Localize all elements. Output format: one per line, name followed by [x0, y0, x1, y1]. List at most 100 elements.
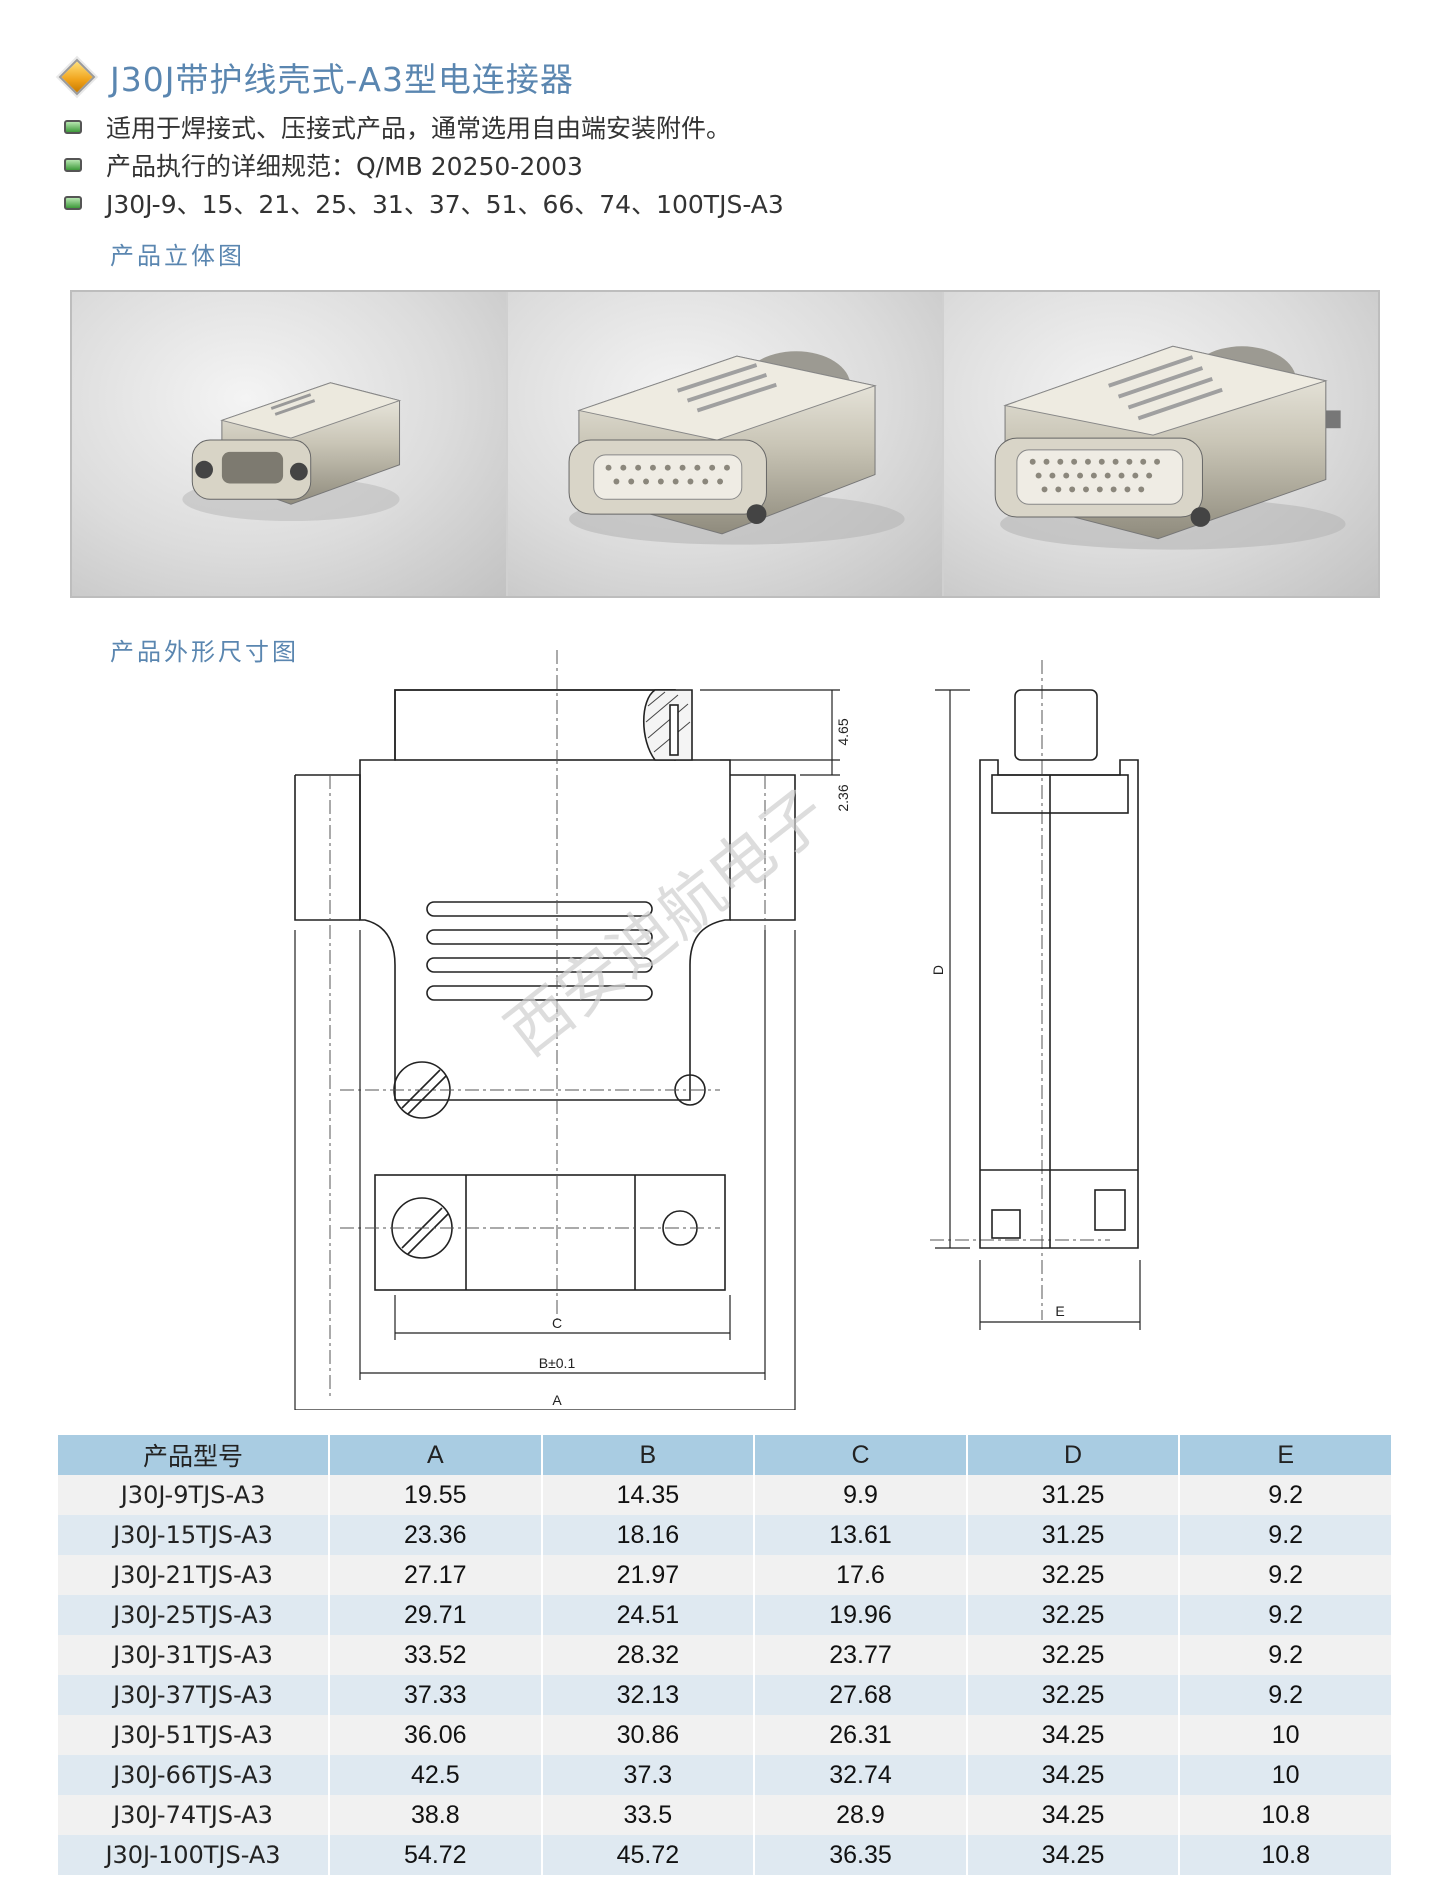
cell-model: J30J-37TJS-A3 [58, 1675, 330, 1715]
dim-label-e: E [1055, 1303, 1064, 1319]
connector-large-image [994, 345, 1346, 550]
cell-e: 10 [1180, 1715, 1393, 1755]
cell-e: 9.2 [1180, 1595, 1393, 1635]
cell-c: 27.68 [755, 1675, 968, 1715]
table-row: J30J-31TJS-A3 33.52 28.32 23.77 32.25 9.… [58, 1635, 1393, 1675]
housing-outline [359, 689, 731, 1101]
cell-model: J30J-31TJS-A3 [58, 1635, 330, 1675]
cell-d: 34.25 [967, 1835, 1181, 1875]
table-row: J30J-15TJS-A3 23.36 18.16 13.61 31.25 9.… [58, 1515, 1393, 1555]
cell-a: 42.5 [330, 1755, 543, 1795]
cell-c: 17.6 [755, 1555, 968, 1595]
cell-d: 34.25 [967, 1715, 1181, 1755]
cell-c: 32.74 [755, 1755, 968, 1795]
cell-a: 19.55 [330, 1475, 543, 1515]
diamond-bullet-icon [58, 58, 96, 96]
cell-e: 9.2 [1180, 1515, 1393, 1555]
cell-e: 10.8 [1180, 1795, 1393, 1835]
cable-clamp-top [394, 689, 676, 761]
cell-d: 32.25 [967, 1555, 1181, 1595]
header-a: A [330, 1435, 543, 1475]
green-square-bullet-icon [64, 120, 82, 134]
product-photo-medium [508, 292, 944, 596]
cell-c: 13.61 [755, 1515, 968, 1555]
table-row: J30J-25TJS-A3 29.71 24.51 19.96 32.25 9.… [58, 1595, 1393, 1635]
cell-model: J30J-74TJS-A3 [58, 1795, 330, 1835]
cell-d: 32.25 [967, 1595, 1181, 1635]
cell-d: 32.25 [967, 1635, 1181, 1675]
cell-model: J30J-25TJS-A3 [58, 1595, 330, 1635]
bullet-text: J30J-9、15、21、25、31、37、51、66、74、100TJS-A3 [106, 190, 784, 219]
cell-e: 10 [1180, 1755, 1393, 1795]
section-label-3d: 产品立体图 [110, 242, 245, 270]
cell-model: J30J-66TJS-A3 [58, 1755, 330, 1795]
cell-e: 9.2 [1180, 1555, 1393, 1595]
dimension-table: 产品型号 A B C D E J30J-9TJS-A3 19.55 14.35 … [58, 1435, 1393, 1875]
title-row: J30J带护线壳式-A3型电连接器 [58, 52, 574, 102]
cell-model: J30J-9TJS-A3 [58, 1475, 330, 1515]
table-row: J30J-9TJS-A3 19.55 14.35 9.9 31.25 9.2 [58, 1475, 1393, 1515]
cell-model: J30J-15TJS-A3 [58, 1515, 330, 1555]
cell-a: 36.06 [330, 1715, 543, 1755]
header-d: D [967, 1435, 1181, 1475]
dimension-drawing: C B±0.1 A 4.65 2.36 D E 西安迪航电子 [294, 650, 1141, 1410]
cell-b: 24.51 [542, 1595, 756, 1635]
dim-label-2-36: 2.36 [835, 784, 851, 811]
table-row: J30J-51TJS-A3 36.06 30.86 26.31 34.25 10 [58, 1715, 1393, 1755]
dim-label-c: C [552, 1315, 562, 1331]
green-square-bullet-icon [64, 158, 82, 172]
page-title: J30J带护线壳式-A3型电连接器 [110, 60, 574, 99]
cell-b: 33.5 [542, 1795, 756, 1835]
cell-b: 30.86 [542, 1715, 756, 1755]
cell-d: 31.25 [967, 1515, 1181, 1555]
cell-d: 32.25 [967, 1675, 1181, 1715]
product-photo-small [72, 292, 508, 596]
feature-list: 适用于焊接式、压接式产品，通常选用自由端安装附件。 产品执行的详细规范：Q/MB… [64, 108, 784, 222]
cell-b: 28.32 [542, 1635, 756, 1675]
cell-b: 45.72 [542, 1835, 756, 1875]
table-row: J30J-74TJS-A3 38.8 33.5 28.9 34.25 10.8 [58, 1795, 1393, 1835]
watermark: 西安迪航电子 [493, 776, 841, 1071]
cell-a: 29.71 [330, 1595, 543, 1635]
cell-c: 26.31 [755, 1715, 968, 1755]
table-row: J30J-21TJS-A3 27.17 21.97 17.6 32.25 9.2 [58, 1555, 1393, 1595]
cell-b: 21.97 [542, 1555, 756, 1595]
product-photos [70, 290, 1380, 598]
cell-d: 34.25 [967, 1795, 1181, 1835]
green-square-bullet-icon [64, 196, 82, 210]
cell-model: J30J-21TJS-A3 [58, 1555, 330, 1595]
cell-a: 38.8 [330, 1795, 543, 1835]
header-model: 产品型号 [58, 1435, 330, 1475]
cell-a: 23.36 [330, 1515, 543, 1555]
cell-d: 31.25 [967, 1475, 1181, 1515]
bullet-text: 适用于焊接式、压接式产品，通常选用自由端安装附件。 [106, 114, 732, 143]
header-c: C [755, 1435, 968, 1475]
dim-label-b: B±0.1 [539, 1355, 576, 1371]
cell-b: 37.3 [542, 1755, 756, 1795]
product-photo-large [944, 292, 1378, 596]
cell-e: 9.2 [1180, 1475, 1393, 1515]
cell-a: 37.33 [330, 1675, 543, 1715]
cell-model: J30J-100TJS-A3 [58, 1835, 330, 1875]
table-row: J30J-100TJS-A3 54.72 45.72 36.35 34.25 1… [58, 1835, 1393, 1875]
cell-c: 9.9 [755, 1475, 968, 1515]
table-header-row: 产品型号 A B C D E [58, 1435, 1393, 1475]
section-label-drawing: 产品外形尺寸图 [110, 638, 299, 666]
dim-label-4-65: 4.65 [835, 718, 851, 745]
cell-e: 10.8 [1180, 1835, 1393, 1875]
cell-a: 27.17 [330, 1555, 543, 1595]
cell-e: 9.2 [1180, 1675, 1393, 1715]
list-item: J30J-9、15、21、25、31、37、51、66、74、100TJS-A3 [64, 184, 784, 222]
cell-c: 23.77 [755, 1635, 968, 1675]
cell-c: 19.96 [755, 1595, 968, 1635]
header-e: E [1180, 1435, 1393, 1475]
table-row: J30J-66TJS-A3 42.5 37.3 32.74 34.25 10 [58, 1755, 1393, 1795]
dim-label-d: D [930, 965, 946, 975]
bullet-text: 产品执行的详细规范：Q/MB 20250-2003 [106, 152, 583, 181]
connector-medium-image [568, 351, 905, 545]
cell-a: 54.72 [330, 1835, 543, 1875]
cell-e: 9.2 [1180, 1635, 1393, 1675]
cell-b: 14.35 [542, 1475, 756, 1515]
connector-small-image [182, 382, 402, 521]
header-b: B [542, 1435, 756, 1475]
